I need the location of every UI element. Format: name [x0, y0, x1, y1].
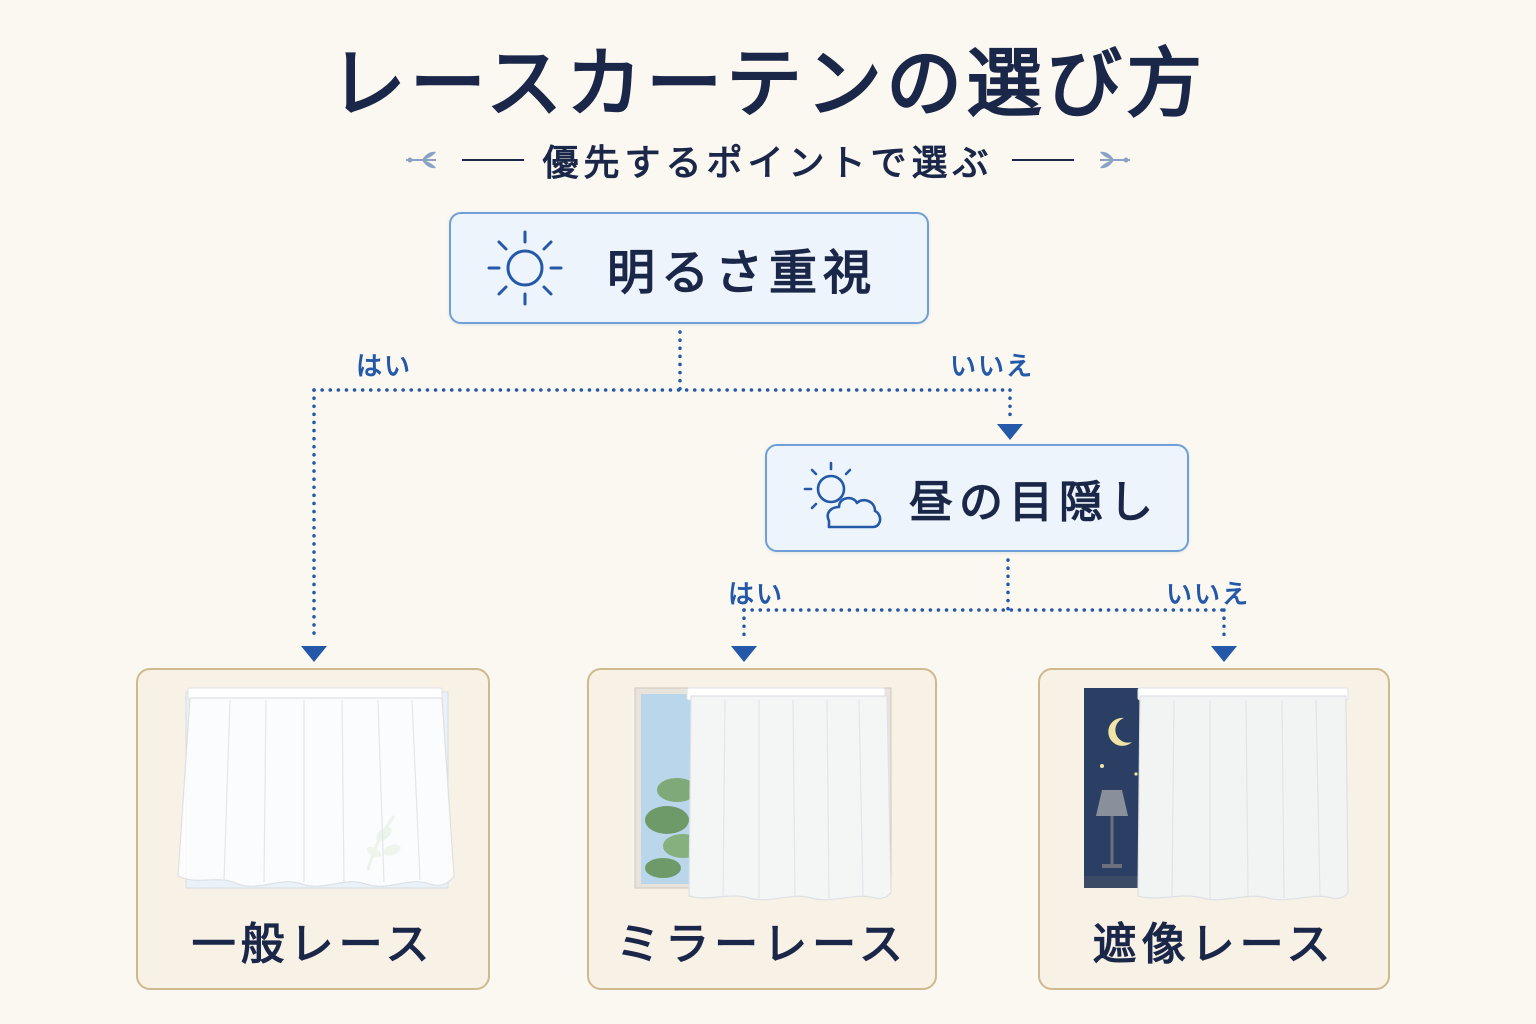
branch-q2-yes: はい — [728, 580, 785, 610]
result-card-mirror-lace: ミラーレース — [587, 668, 937, 990]
left-dash — [462, 159, 525, 161]
arrow-to-privacy-lace — [1211, 646, 1237, 662]
right-sprig-icon — [1099, 151, 1130, 169]
subtitle: 優先するポイントで選ぶ — [542, 142, 994, 184]
sun-icon — [487, 230, 563, 306]
page-title: レースカーテンの選び方 — [329, 39, 1207, 128]
question-brightness-box: 明るさ重視 — [449, 212, 929, 324]
question-daytime-privacy-box: 昼の目隠し — [765, 444, 1189, 552]
result-label-general-lace: 一般レース — [191, 919, 435, 970]
branch-q2-no: いいえ — [1166, 580, 1251, 610]
sun-cloud-icon — [803, 461, 882, 529]
right-dash — [1011, 159, 1074, 161]
result-card-general-lace: 一般レース — [136, 668, 490, 990]
arrow-to-general-lace — [301, 646, 327, 662]
result-label-mirror-lace: ミラーレース — [616, 919, 908, 970]
result-label-privacy-lace: 遮像レース — [1092, 919, 1336, 970]
mirror-lace-illustration — [634, 687, 892, 901]
general-lace-illustration — [177, 687, 455, 889]
arrow-to-mirror-lace — [731, 646, 757, 662]
branch-q1-no: いいえ — [950, 352, 1035, 382]
left-sprig-icon — [406, 151, 437, 169]
branch-q1-yes: はい — [356, 352, 413, 382]
result-card-privacy-lace: 遮像レース — [1038, 668, 1390, 990]
subtitle-row: 優先するポイントで選ぶ — [0, 132, 1536, 188]
question-daytime-privacy-text: 昼の目隠し — [909, 477, 1159, 528]
privacy-lace-illustration — [1084, 687, 1349, 901]
question-brightness-text: 明るさ重視 — [607, 245, 878, 301]
arrow-to-q2 — [997, 424, 1023, 440]
